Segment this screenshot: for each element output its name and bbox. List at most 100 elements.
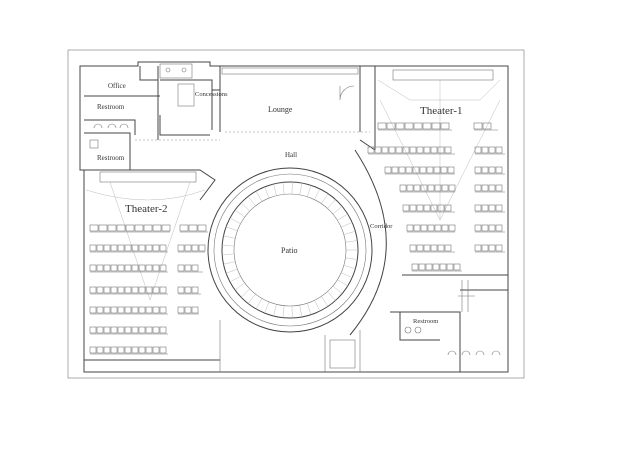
seat [98,224,108,232]
seat [411,263,419,271]
stair-tread [299,182,303,195]
lounge-area [219,65,370,133]
concessions-label: Concessions [195,91,228,98]
stair-tread [345,257,358,260]
stair-tread [327,199,336,209]
stair-tread [337,279,348,287]
seat [474,244,482,252]
seat [453,263,461,271]
seat [495,244,503,252]
seat [152,306,160,314]
seat [437,146,445,154]
stair-tread [345,240,358,243]
seat [440,166,448,174]
seat [134,224,144,232]
seat [138,244,146,252]
seat [138,286,146,294]
seat [474,166,482,174]
seat [418,263,426,271]
seat [117,286,125,294]
seat [188,224,198,232]
seat [488,224,496,232]
stair-tread [222,245,235,247]
seat [145,244,153,252]
seat [159,286,167,294]
seat [96,326,104,334]
seat [159,244,167,252]
seat [481,204,489,212]
seat [446,263,454,271]
seat [96,306,104,314]
restroom-lower-label: Restroom [97,154,125,162]
seat [448,184,456,192]
seat [117,244,125,252]
lounge-label: Lounge [268,105,293,114]
seat [416,146,424,154]
seat [406,224,414,232]
seat [159,326,167,334]
seat [420,224,428,232]
seat [117,306,125,314]
seat [161,224,171,232]
seat [117,264,125,272]
seat [96,244,104,252]
seat [159,306,167,314]
seat [89,326,97,334]
stair-tread [282,305,285,318]
seat [131,244,139,252]
seat [377,122,387,130]
seat [402,204,410,212]
seat [420,184,428,192]
stair-tread [255,298,263,310]
seat [152,346,160,354]
seat [177,306,185,314]
stair-tread [332,285,343,294]
seat [89,286,97,294]
seat [406,184,414,192]
stair-tread [332,206,343,215]
restroom-right-label: Restroom [413,318,438,325]
stair-tread [234,209,245,218]
stair-tread [299,305,303,318]
seat [432,263,440,271]
seat [103,264,111,272]
seat [152,244,160,252]
patio-label: Patio [281,246,297,255]
seat [495,224,503,232]
seat [481,184,489,192]
stair-tread [341,222,353,228]
seat [441,184,449,192]
seat [110,326,118,334]
seat [131,326,139,334]
stair-tread [307,303,312,315]
seat [386,122,396,130]
theater-2 [83,169,220,361]
seat [177,286,185,294]
seat [152,286,160,294]
seat [481,244,489,252]
seat [416,204,424,212]
service-block [84,63,220,170]
seat [177,264,185,272]
seat [423,244,431,252]
stair-tread [264,186,270,199]
seat [413,224,421,232]
seat [89,306,97,314]
seat [419,166,427,174]
seat [412,166,420,174]
seat [367,146,375,154]
seat [488,166,496,174]
theater-2-label: Theater-2 [125,203,168,215]
seat [374,146,382,154]
seat [495,184,503,192]
seat [431,122,441,130]
seat [145,326,153,334]
stair-tread [327,291,336,301]
seat [474,184,482,192]
seat [398,166,406,174]
seat [107,224,117,232]
seat [184,244,192,252]
seat [427,224,435,232]
seat [116,224,126,232]
seat [103,306,111,314]
